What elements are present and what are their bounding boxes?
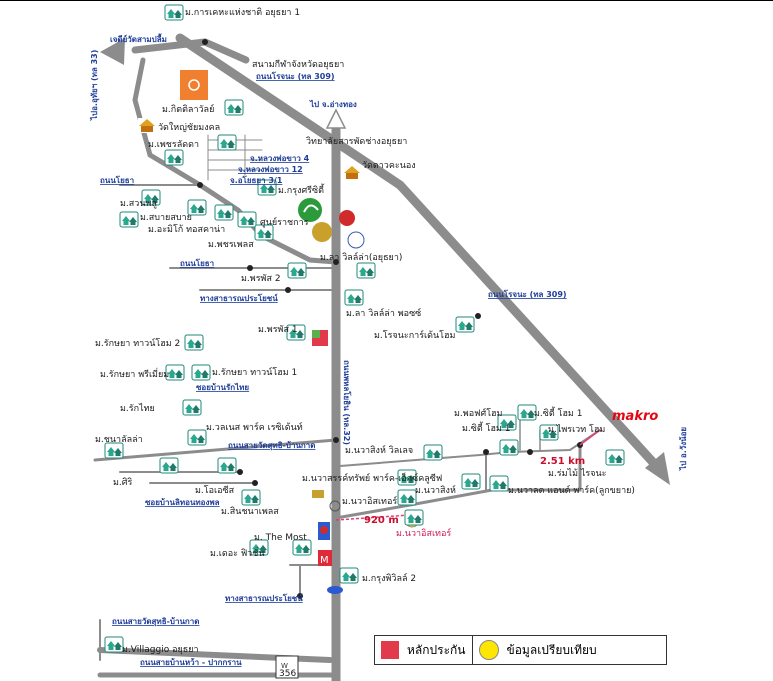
makro-logo: makro: [612, 409, 658, 424]
place-label: ม.อะมิโก้ ทอสคาน่า: [148, 224, 225, 235]
route-shield: W: [275, 655, 299, 679]
place-label: ม.สวนพลู: [120, 199, 157, 209]
road-label-r8: ถนนโยธา: [180, 258, 214, 268]
road-label-r6: ถนนพหลโยธิน (ทล.32): [342, 360, 352, 445]
road-label-r14: ถนนสายวัดสุทธิ-บ้านกาด: [112, 616, 199, 627]
place-label: ม.รักษยา ทาวน์โฮม 2: [95, 337, 180, 349]
place-label: ม.นวาอิสเทอร์: [342, 495, 397, 507]
road-label-r17: จ.หลวงพ่อขาว 4: [250, 154, 310, 163]
fuel-station-icon: M: [312, 490, 343, 594]
place-label: ม.พอฟศ์โฮม: [454, 407, 503, 419]
place-label: ม.ซิตี้ โฮม 1: [534, 406, 582, 419]
road-label-r12: ซอยบ้านลิทอนทองพล: [145, 497, 220, 507]
place-label: วิทยาลัยสารพัดช่างอยุธยา: [306, 136, 407, 147]
place-label: ม.รักไทย: [120, 403, 155, 414]
svg-text:M: M: [320, 555, 329, 566]
place-label: ม.สบายสบาย: [140, 213, 192, 223]
place-label: ม.เดอะ ฟิวชั่น: [210, 546, 265, 559]
road-arrows: [100, 38, 670, 485]
legend-compare-label: ข้อมูลเปรียบเทียบ: [506, 642, 597, 657]
road-label-r3: ถนนโรจนะ (ทล 309): [256, 71, 335, 81]
place-label: ม.กิตติลาวัลย์: [162, 103, 214, 115]
legend-guarantee: หลักประกัน: [375, 636, 472, 664]
place-label: สนามกีฬาจังหวัดอยุธยา: [252, 59, 344, 70]
place-label: วัดใหญ่ชัยมงคล: [158, 122, 220, 133]
place-label: ม.โอเอซีส: [195, 485, 235, 496]
route-number: 356: [279, 669, 296, 679]
place-label: ม.นวาสรรค์ทรัพย์ พาร์ค-เอ็กซ์คลูซีฟ: [302, 471, 442, 484]
place-label: ม.กรุงพิวิลล์ 2: [362, 572, 416, 584]
distance-920m: 920 m: [364, 515, 399, 526]
place-label: ม.นวาอิสเทอร์: [396, 527, 451, 539]
legend-compare: ข้อมูลเปรียบเทียบ: [471, 636, 603, 664]
road-label-r4: ไป จ.อ่างทอง: [309, 99, 357, 109]
place-label: ม.สินชนาเพลส: [221, 506, 279, 517]
place-label: ม.ศิริ: [113, 477, 133, 488]
distance-2510m: 2.51 km: [540, 456, 585, 467]
distance-line-920: [335, 514, 411, 521]
place-label: ม.นวาสิงห์ วิลเลจ: [345, 444, 413, 456]
road-label-r19: จ.อโยธยา 3/1: [230, 175, 283, 185]
red-square-icon: [381, 641, 399, 659]
place-label: ม. The Most: [254, 533, 307, 543]
place-label: ม.ลา วิลล์ล่า พอซซ์: [346, 307, 421, 319]
place-label: ม.ร่มไม้ ไรจนะ: [548, 468, 607, 479]
distance-line-2510: [579, 429, 601, 446]
road-label-r18: จ.หลวงพ่อขาว 12: [238, 165, 303, 174]
place-label: ม.การเคหะแห่งชาติ อยุธยา 1: [185, 7, 300, 18]
road-label-r13: ทางสาธารณประโยชน์: [225, 593, 303, 603]
place-label: ม.กรุงศรีซิตี้: [278, 183, 325, 196]
road-label-r1: ไปอ.อุทัยฯ (ทล 33): [89, 50, 100, 121]
place-label: ม.Villaggio อยุธยา: [122, 645, 199, 655]
road-label-r2: เจดีย์วัดสามปลื้ม: [110, 33, 167, 44]
place-label: ม.พรพัส 2: [241, 274, 281, 284]
place-labels: ม.การเคหะแห่งชาติ อยุธยา 1 สนามกีฬาจังหว…: [95, 7, 635, 655]
road-label-r7: ถนนโยธา: [100, 175, 134, 185]
place-label: ม.เพชรลัดดา: [148, 140, 199, 150]
place-label: ม.ไพรเวท โฮม: [548, 424, 605, 435]
place-label: ม.โรจนะการ์เด้นโฮม: [374, 329, 455, 341]
place-label: ม.รักษยา พรีเมี่ยม: [100, 367, 169, 380]
house-icons: [104, 4, 625, 653]
place-label: ม.นวาสิงห์: [415, 484, 456, 496]
place-label: ม.ชนาลัลล่า: [95, 435, 143, 445]
place-label: ศูนย์ราชการ: [260, 216, 309, 228]
gov-center-icon: [298, 198, 365, 249]
place-label: ม.รักษยา ทาวน์โฮม 1: [212, 366, 297, 378]
place-label: วัดดาวคะนอง: [362, 161, 416, 171]
road-network: [93, 33, 665, 681]
road-label-r16: ไป อ.วังน้อย: [678, 427, 688, 471]
yellow-circle-icon: [478, 640, 499, 660]
svg-text:W: W: [281, 662, 288, 670]
legend-guarantee-label: หลักประกัน: [407, 642, 466, 657]
place-label: ม.วลเนส พาร์ค เรซิเด้นท์: [206, 421, 303, 433]
road-label-r5: ถนนโรจนะ (ทล 309): [488, 289, 567, 299]
road-label-r11: ถนนสายวัดสุทธิ-บ้านกาด: [228, 440, 315, 451]
road-label-r9: ทางสาธารณประโยชน์: [200, 293, 278, 303]
place-label: ม.พชรเพลส: [208, 240, 254, 250]
stadium-marker: [180, 70, 208, 100]
place-label: ม.พรพัส 1: [258, 325, 298, 335]
road-label-r15: ถนนสายบ้านหว้า - ปากกราน: [140, 657, 242, 667]
road-label-r10: ซอยบ้านรักไทย: [196, 382, 249, 392]
map-legend: หลักประกัน ข้อมูลเปรียบเทียบ: [374, 635, 667, 665]
place-label: ม.ซิตี้ โฮม 1: [462, 421, 510, 434]
place-label: ม.ลา วิลล์ล่า(อยุธยา): [320, 251, 402, 263]
place-label: ม.นวาลด แอนด์ พาร์ค(ลูกขยาย): [508, 484, 635, 496]
